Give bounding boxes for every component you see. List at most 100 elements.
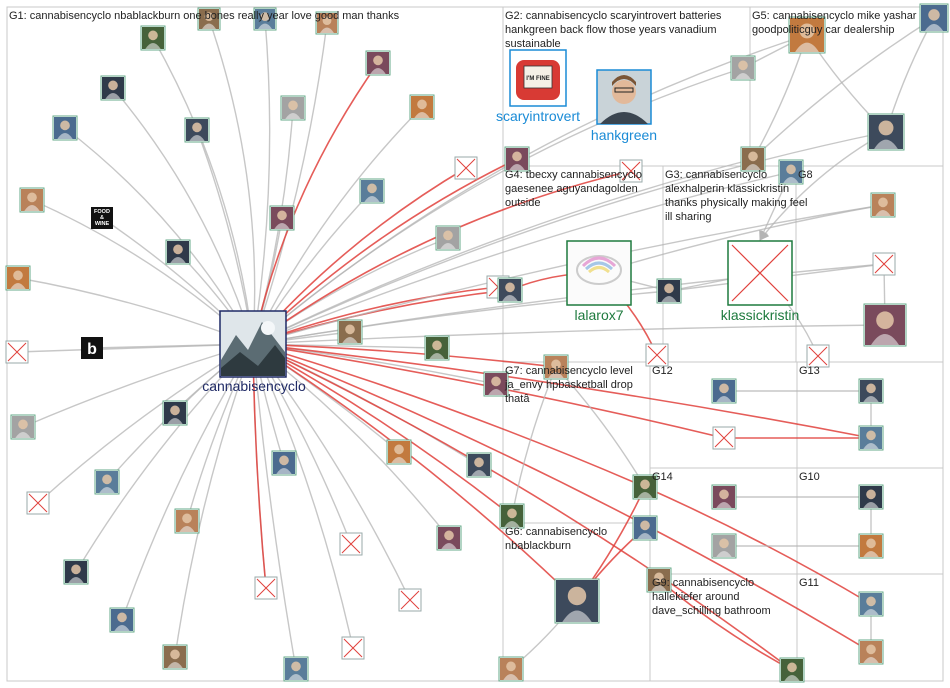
- node-placeholder[interactable]: [712, 426, 736, 450]
- edge-33: [171, 343, 254, 658]
- node-avatar[interactable]: [365, 50, 391, 76]
- node-avatar[interactable]: [632, 515, 658, 541]
- node-avatar[interactable]: [858, 484, 884, 510]
- node-avatar[interactable]: [711, 484, 737, 510]
- node-placeholder[interactable]: [254, 576, 278, 600]
- node-avatar[interactable]: [778, 159, 804, 185]
- node-avatar[interactable]: [162, 400, 188, 426]
- node-avatar[interactable]: [858, 639, 884, 665]
- node-placeholder[interactable]: [26, 491, 50, 515]
- node-avatar[interactable]: [5, 265, 31, 291]
- node-avatar[interactable]: [858, 425, 884, 451]
- node-avatar[interactable]: [632, 474, 658, 500]
- edge-57: [252, 171, 792, 346]
- node-avatar[interactable]: [409, 94, 435, 120]
- node-avatar[interactable]: [646, 567, 672, 593]
- node-placeholder[interactable]: [806, 344, 830, 368]
- edge-43: [252, 343, 513, 517]
- edge-74: [508, 366, 557, 517]
- edge-90: [597, 201, 884, 274]
- node-avatar[interactable]: [100, 75, 126, 101]
- node-avatar[interactable]: [711, 533, 737, 559]
- node-avatar[interactable]: [359, 178, 385, 204]
- node-hub-cannabisencyclo[interactable]: cannabisencyclo: [202, 310, 306, 394]
- node-avatar[interactable]: [779, 657, 805, 683]
- edge-49: [252, 343, 793, 671]
- node-placeholder[interactable]: [5, 340, 29, 364]
- node-avatar[interactable]: [140, 25, 166, 51]
- edge-48: [252, 343, 873, 442]
- edge-2: [252, 22, 331, 345]
- node-avatar[interactable]: b: [81, 337, 103, 359]
- edge-3: [152, 37, 254, 345]
- node-lalarox7[interactable]: lalarox7: [566, 240, 632, 323]
- node-avatar[interactable]: [315, 11, 339, 35]
- node-placeholder[interactable]: [619, 159, 643, 183]
- node-avatar[interactable]: [52, 115, 78, 141]
- edge-69: [752, 17, 935, 160]
- node-avatar[interactable]: [10, 414, 36, 440]
- group-label-g12: G12: [652, 365, 673, 377]
- edge-50: [252, 343, 872, 653]
- node-placeholder[interactable]: [454, 156, 478, 180]
- node-avatar[interactable]: [858, 591, 884, 617]
- node-avatar[interactable]: [162, 644, 188, 670]
- node-avatar[interactable]: [184, 117, 210, 143]
- node-avatar[interactable]: [498, 656, 524, 682]
- edge-56: [252, 158, 754, 345]
- edge-55: [252, 131, 887, 345]
- node-avatar[interactable]: [919, 3, 949, 33]
- node-klassickristin[interactable]: klassickristin: [721, 240, 800, 323]
- node-avatar[interactable]: [730, 55, 756, 81]
- node-avatar[interactable]: [271, 450, 297, 476]
- group-label-g8: G8: [798, 169, 813, 181]
- node-avatar[interactable]: [19, 187, 45, 213]
- node-avatar[interactable]: [109, 607, 135, 633]
- node-avatar[interactable]: [424, 335, 450, 361]
- node-avatar[interactable]: [543, 354, 569, 380]
- node-avatar[interactable]: [870, 192, 896, 218]
- node-avatar[interactable]: [711, 378, 737, 404]
- node-avatar[interactable]: [858, 378, 884, 404]
- edge-1: [252, 18, 271, 345]
- node-placeholder[interactable]: [872, 252, 896, 276]
- node-avatar[interactable]: [497, 277, 523, 303]
- node-avatar[interactable]: [504, 146, 530, 172]
- group-label-g14: G14: [652, 471, 673, 483]
- node-placeholder[interactable]: [339, 532, 363, 556]
- edge-32: [252, 343, 356, 649]
- node-avatar[interactable]: [788, 16, 826, 54]
- svg-text:b: b: [87, 341, 97, 358]
- node-avatar[interactable]: [436, 525, 462, 551]
- node-avatar[interactable]: [165, 239, 191, 265]
- node-avatar[interactable]: [740, 146, 766, 172]
- node-avatar[interactable]: [863, 303, 907, 347]
- node-placeholder[interactable]: [645, 343, 669, 367]
- node-avatar[interactable]: [197, 7, 221, 31]
- node-avatar[interactable]: [499, 503, 525, 529]
- node-avatar[interactable]: [63, 559, 89, 585]
- group-box-g13: [796, 361, 944, 469]
- node-placeholder[interactable]: [398, 588, 422, 612]
- node-placeholder[interactable]: [341, 636, 365, 660]
- node-avatar[interactable]: [174, 508, 200, 534]
- node-avatar[interactable]: [858, 533, 884, 559]
- node-avatar[interactable]: FOOD&WINE: [91, 207, 113, 229]
- node-avatar[interactable]: [280, 95, 306, 121]
- node-hankgreen[interactable]: hankgreen: [591, 69, 657, 143]
- node-avatar[interactable]: [656, 278, 682, 304]
- node-avatar[interactable]: [466, 452, 492, 478]
- node-avatar[interactable]: [337, 319, 363, 345]
- node-avatar[interactable]: [94, 469, 120, 495]
- node-avatar[interactable]: [269, 205, 295, 231]
- node-avatar[interactable]: [283, 656, 309, 682]
- node-avatar[interactable]: [435, 225, 461, 251]
- node-avatar[interactable]: [867, 113, 905, 151]
- node-avatar[interactable]: [483, 371, 509, 397]
- node-avatar[interactable]: [554, 578, 600, 624]
- node-avatar[interactable]: [253, 7, 277, 31]
- node-avatar[interactable]: [386, 439, 412, 465]
